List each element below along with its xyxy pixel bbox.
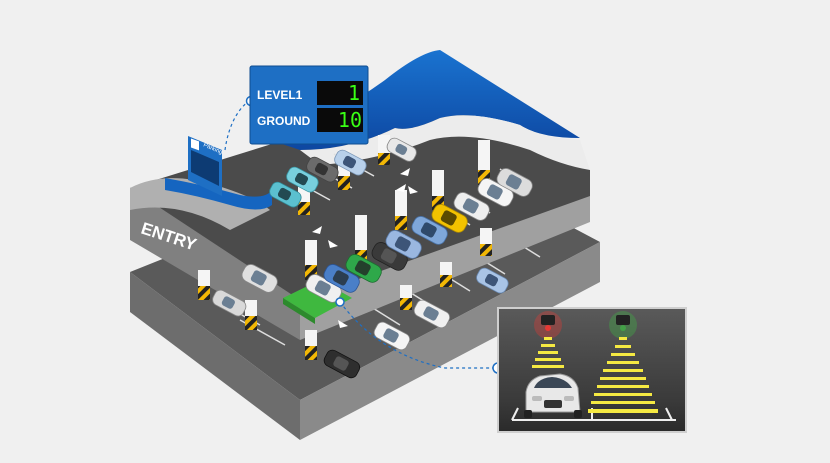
small-parking-sign: Parking	[188, 136, 223, 196]
pillar	[378, 135, 390, 165]
ground-display	[317, 108, 363, 132]
occupancy-sensor-icon	[609, 311, 637, 339]
pillar	[395, 190, 407, 230]
sign-row-level1: LEVEL1 1	[257, 81, 363, 105]
pillar	[305, 330, 317, 360]
car-icon	[476, 267, 509, 294]
parking-p-icon	[191, 138, 199, 151]
sensor-beam-left	[532, 337, 564, 368]
sensor-beam-right	[588, 337, 658, 413]
direction-arrow-icon	[400, 168, 410, 176]
entry-ramp	[130, 178, 270, 230]
car-icon	[269, 181, 302, 208]
ground-label: GROUND	[257, 114, 311, 128]
car-icon	[212, 289, 247, 317]
car-icon	[306, 156, 339, 183]
car-icon	[385, 230, 422, 259]
level1-display	[317, 81, 363, 105]
car-icon	[323, 264, 360, 293]
inset-connector	[339, 301, 498, 369]
car-icon	[373, 321, 411, 351]
car-icon	[371, 242, 408, 271]
pillar	[440, 262, 452, 287]
level1-label: LEVEL1	[257, 88, 303, 102]
direction-arrow-icon	[312, 226, 322, 234]
occupancy-sensor-icon	[534, 311, 562, 339]
direction-arrows	[312, 168, 418, 328]
car-icon	[345, 254, 382, 283]
direction-arrow-icon	[338, 320, 348, 328]
car-icon	[431, 204, 468, 233]
level1-value: 1	[348, 81, 360, 105]
cars-ground-level	[212, 267, 509, 379]
cars-upper-level	[241, 137, 533, 303]
car-icon	[323, 349, 361, 379]
car-icon	[286, 166, 319, 193]
level-occupancy-sign: LEVEL1 1 GROUND 10	[249, 65, 369, 145]
car-icon	[524, 373, 582, 418]
car-icon	[496, 168, 533, 197]
pillar	[400, 285, 412, 310]
pillar	[198, 270, 210, 300]
car-icon	[453, 192, 490, 221]
car-icon	[413, 299, 451, 329]
car-icon	[241, 264, 278, 293]
pillar	[245, 300, 257, 330]
pillar	[480, 228, 492, 256]
sign-row-ground: GROUND 10	[257, 108, 363, 132]
direction-arrow-icon	[328, 240, 338, 248]
car-icon	[386, 137, 417, 162]
car-icon	[334, 149, 367, 176]
pillar	[432, 170, 444, 210]
car-icon	[411, 216, 448, 245]
ground-value: 10	[338, 108, 362, 132]
pillar	[305, 240, 317, 280]
direction-arrow-icon	[408, 186, 418, 194]
direction-arrow-icon	[396, 184, 406, 192]
sensor-inset	[497, 307, 687, 433]
sign-connector	[224, 99, 251, 151]
